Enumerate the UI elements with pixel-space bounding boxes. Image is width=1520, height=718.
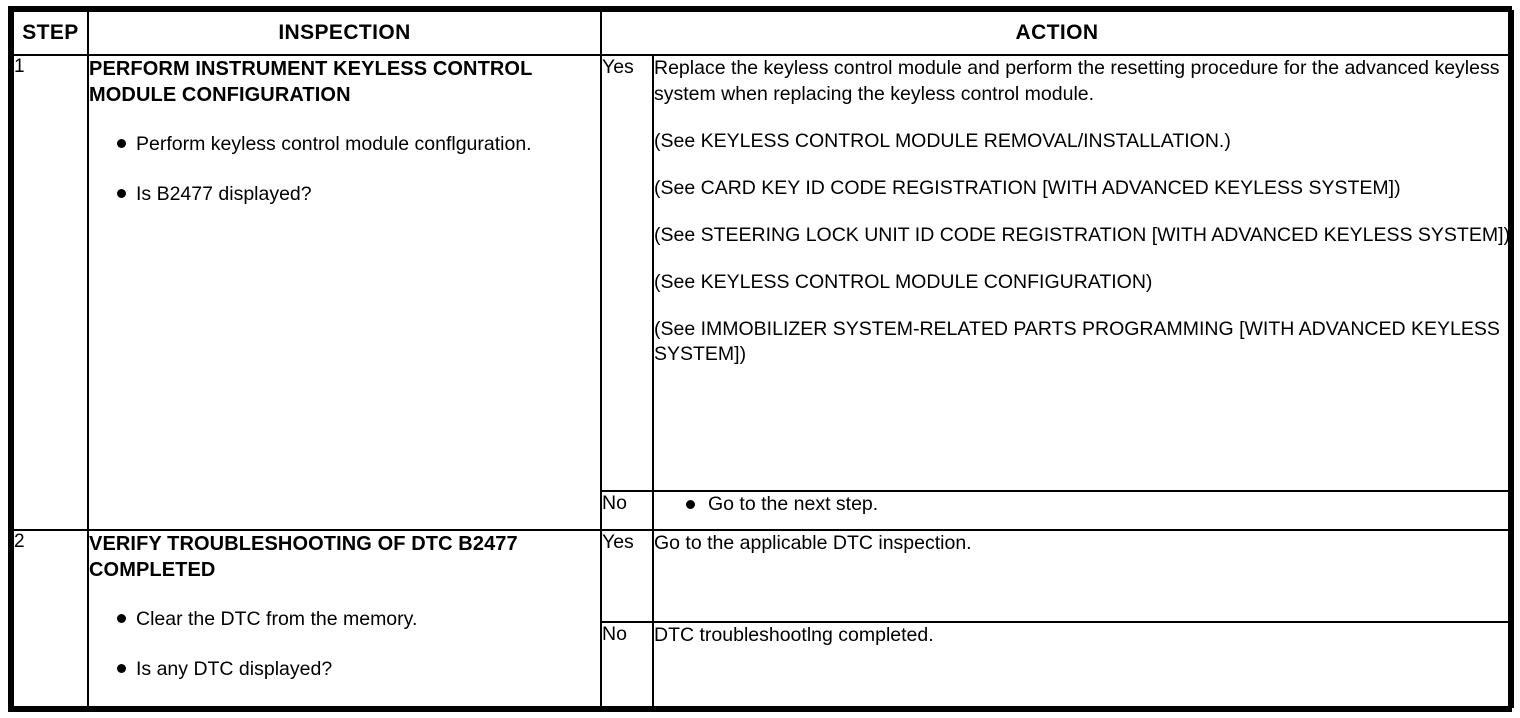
bullet-dot-icon xyxy=(117,613,126,623)
bullet-dot-icon xyxy=(686,500,695,510)
step-number-cell: 2 xyxy=(12,528,89,709)
action-reference: (See STEERING LOCK UNIT ID CODE REGISTRA… xyxy=(654,223,1510,246)
action-cell: DTC troubleshootlng completed. xyxy=(652,620,1514,709)
action-reference: (See KEYLESS CONTROL MODULE REMOVAL/INST… xyxy=(654,129,1231,152)
table-row: No Go to the next step. xyxy=(13,490,1514,531)
inspection-cell: VERIFY TROUBLESHOOTING OF DTC B2477 COMP… xyxy=(87,528,602,709)
list-item: Clear the DTC from the memory. xyxy=(89,606,600,632)
list-item-label: Is any DTC displayed? xyxy=(136,657,333,680)
action-bullet-label: Go to the next step. xyxy=(708,493,879,516)
step-number-cell: 1 xyxy=(12,54,89,531)
table-header-row: STEP INSPECTION ACTION xyxy=(12,10,1514,56)
list-item-label: Perform keyless control module conflgura… xyxy=(136,132,532,155)
dtc-troubleshooting-table: STEP INSPECTION ACTION 1 PERFORM INSTRUM… xyxy=(8,6,1514,712)
bullet-dot-icon xyxy=(117,189,126,199)
branch-label-yes: Yes xyxy=(600,528,654,623)
column-header-action: ACTION xyxy=(600,10,1514,56)
action-cell: Replace the keyless control module and p… xyxy=(652,53,1514,493)
table-row: 1 PERFORM INSTRUMENT KEYLESS CONTROL MOD… xyxy=(12,53,1514,531)
table-row: No DTC troubleshootlng completed. xyxy=(13,620,1514,709)
bullet-dot-icon xyxy=(117,138,126,148)
list-item-label: Is B2477 displayed? xyxy=(136,183,312,206)
action-bullet-item: Go to the next step. xyxy=(654,492,1512,518)
action-reference: (See KEYLESS CONTROL MODULE CONFIGURATIO… xyxy=(654,270,1153,293)
column-header-inspection: INSPECTION xyxy=(87,10,602,56)
inspection-bullet-list: Clear the DTC from the memory. Is any DT… xyxy=(89,606,600,683)
action-paragraph: DTC troubleshootlng completed. xyxy=(654,623,934,646)
inspection-title: PERFORM INSTRUMENT KEYLESS CONTROL MODUL… xyxy=(89,58,533,107)
list-item: Is any DTC displayed? xyxy=(89,656,600,682)
table: STEP INSPECTION ACTION 1 PERFORM INSTRUM… xyxy=(12,10,1514,709)
action-cell: Go to the applicable DTC inspection. xyxy=(652,528,1514,623)
inspection-title: VERIFY TROUBLESHOOTING OF DTC B2477 COMP… xyxy=(89,532,518,582)
bullet-dot-icon xyxy=(117,663,126,673)
inspection-cell: PERFORM INSTRUMENT KEYLESS CONTROL MODUL… xyxy=(87,54,602,531)
table-row: 2 VERIFY TROUBLESHOOTING OF DTC B2477 CO… xyxy=(12,528,1514,709)
list-item-label: Clear the DTC from the memory. xyxy=(136,607,418,630)
list-item: Is B2477 displayed? xyxy=(89,181,600,207)
action-paragraph: Replace the keyless control module and p… xyxy=(654,57,1500,105)
action-paragraph: Go to the applicable DTC inspection. xyxy=(654,531,972,554)
branch-label-yes: Yes xyxy=(600,53,654,493)
column-header-step: STEP xyxy=(12,10,89,56)
branch-label-no: No xyxy=(600,620,654,709)
action-cell: Go to the next step. xyxy=(652,490,1514,531)
action-reference: (See IMMOBILIZER SYSTEM-RELATED PARTS PR… xyxy=(654,317,1500,366)
list-item: Perform keyless control module conflgura… xyxy=(89,131,600,157)
branch-label-no: No xyxy=(600,490,654,531)
inspection-bullet-list: Perform keyless control module conflgura… xyxy=(89,131,600,208)
action-reference: (See CARD KEY ID CODE REGISTRATION [WITH… xyxy=(654,176,1401,199)
